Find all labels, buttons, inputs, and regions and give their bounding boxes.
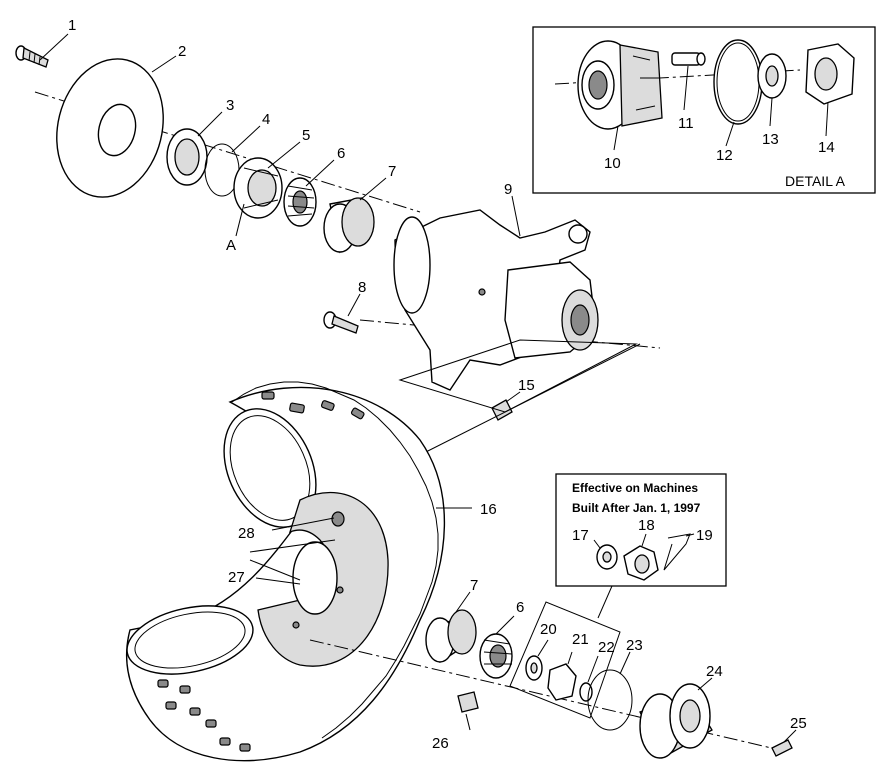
callout-11: 11 bbox=[678, 115, 694, 132]
part-28-valve bbox=[331, 511, 345, 527]
part-12-seal-ring bbox=[713, 39, 763, 125]
part-25-screw bbox=[771, 739, 793, 757]
callout-7-lower: 7 bbox=[470, 577, 478, 594]
callout-17: 17 bbox=[572, 527, 589, 544]
part-19-cotter-pin bbox=[663, 533, 691, 571]
part-6-bearing-upper bbox=[283, 177, 317, 227]
part-11-pin bbox=[671, 52, 706, 66]
part-9-spindle bbox=[393, 209, 599, 391]
callout-14: 14 bbox=[818, 139, 835, 156]
callout-28: 28 bbox=[238, 525, 255, 542]
callout-25: 25 bbox=[790, 715, 807, 732]
part-14-nut bbox=[805, 43, 855, 105]
callout-4: 4 bbox=[262, 111, 270, 128]
part-23-o-ring bbox=[587, 669, 633, 731]
part-17-washer bbox=[596, 544, 618, 570]
callout-20: 20 bbox=[540, 621, 557, 638]
callout-2: 2 bbox=[178, 43, 186, 60]
part-22-washer bbox=[579, 682, 593, 702]
callout-24: 24 bbox=[706, 663, 723, 680]
callout-detail-a-ref: A bbox=[226, 237, 236, 254]
part-13-washer bbox=[757, 53, 787, 99]
part-7-cup-lower bbox=[425, 609, 477, 664]
callout-23: 23 bbox=[626, 637, 643, 654]
callout-1: 1 bbox=[68, 17, 76, 34]
effective-line-1: Effective on Machines bbox=[572, 481, 698, 495]
part-15-grease-fitting bbox=[491, 399, 513, 421]
callout-6-lower: 6 bbox=[516, 599, 524, 616]
part-7-cup-upper bbox=[323, 197, 375, 254]
part-16-tire bbox=[125, 381, 446, 762]
callout-15: 15 bbox=[518, 377, 535, 394]
callout-16: 16 bbox=[480, 501, 497, 518]
callout-8: 8 bbox=[358, 279, 366, 296]
callout-27: 27 bbox=[228, 569, 245, 586]
part-20-washer bbox=[525, 655, 543, 681]
part-5-carrier bbox=[233, 157, 283, 219]
callout-19: 19 bbox=[696, 527, 713, 544]
callout-9: 9 bbox=[504, 181, 512, 198]
callout-13: 13 bbox=[762, 131, 779, 148]
callout-7-upper: 7 bbox=[388, 163, 396, 180]
part-3-race bbox=[166, 128, 208, 186]
part-21-nut bbox=[547, 663, 577, 701]
callout-3: 3 bbox=[226, 97, 234, 114]
callout-5: 5 bbox=[302, 127, 310, 144]
part-26-cap bbox=[457, 691, 479, 713]
effective-line-2: Built After Jan. 1, 1997 bbox=[572, 501, 701, 515]
callout-22: 22 bbox=[598, 639, 615, 656]
part-2-brake-disc bbox=[56, 58, 164, 198]
part-1-screw bbox=[15, 45, 49, 68]
part-10-hub-carrier bbox=[577, 40, 663, 130]
callout-21: 21 bbox=[572, 631, 589, 648]
part-8-bolt bbox=[323, 311, 359, 334]
detail-a-title: DETAIL A bbox=[785, 173, 846, 189]
effective-machines-box: Effective on Machines Built After Jan. 1… bbox=[555, 473, 727, 587]
callout-18: 18 bbox=[638, 517, 655, 534]
callout-12: 12 bbox=[716, 147, 733, 164]
callout-26: 26 bbox=[432, 735, 449, 752]
callout-6-upper: 6 bbox=[337, 145, 345, 162]
detail-a-box: 10 11 12 13 14 DETAIL A bbox=[532, 26, 876, 194]
part-6-bearing-lower bbox=[479, 633, 513, 679]
callout-10: 10 bbox=[604, 155, 621, 172]
part-24-hub-cap bbox=[639, 683, 713, 759]
part-18-castle-nut bbox=[623, 545, 659, 581]
part-27-rim bbox=[257, 491, 389, 667]
